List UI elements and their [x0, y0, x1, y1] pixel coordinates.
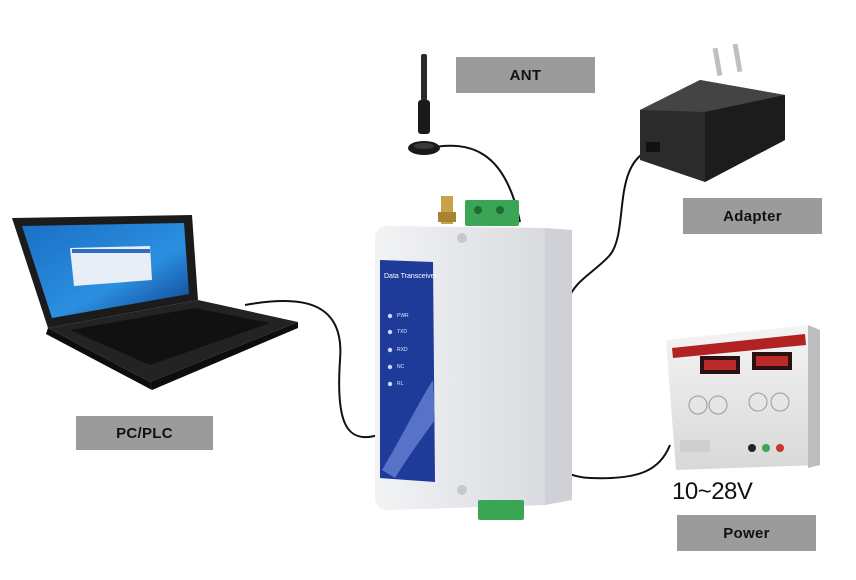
power-supply-icon [666, 325, 820, 470]
power-label: Power [677, 515, 816, 551]
adapter-cable [567, 147, 656, 301]
led-label-rxd: RXD [397, 347, 408, 353]
voltage-range-text: 10~28V [672, 478, 753, 505]
power-adapter-icon [640, 43, 785, 182]
laptop-icon [12, 215, 298, 390]
ant-label: ANT [456, 57, 595, 93]
pc-plc-label: PC/PLC [76, 416, 213, 450]
led-label-pwr: PWR [397, 313, 409, 319]
led-label-txd: TXD [397, 329, 407, 335]
laptop-cable [244, 299, 379, 439]
antenna-icon [408, 54, 440, 155]
antenna-cable [427, 144, 521, 223]
adapter-label: Adapter [683, 198, 822, 234]
led-label-rl: RL [397, 381, 404, 387]
power-cable [559, 444, 671, 480]
data-transceiver-icon [375, 196, 572, 520]
device-title: Data Transceiver [384, 273, 437, 280]
status-leds [387, 313, 393, 387]
led-label-nc: NC [397, 364, 405, 370]
